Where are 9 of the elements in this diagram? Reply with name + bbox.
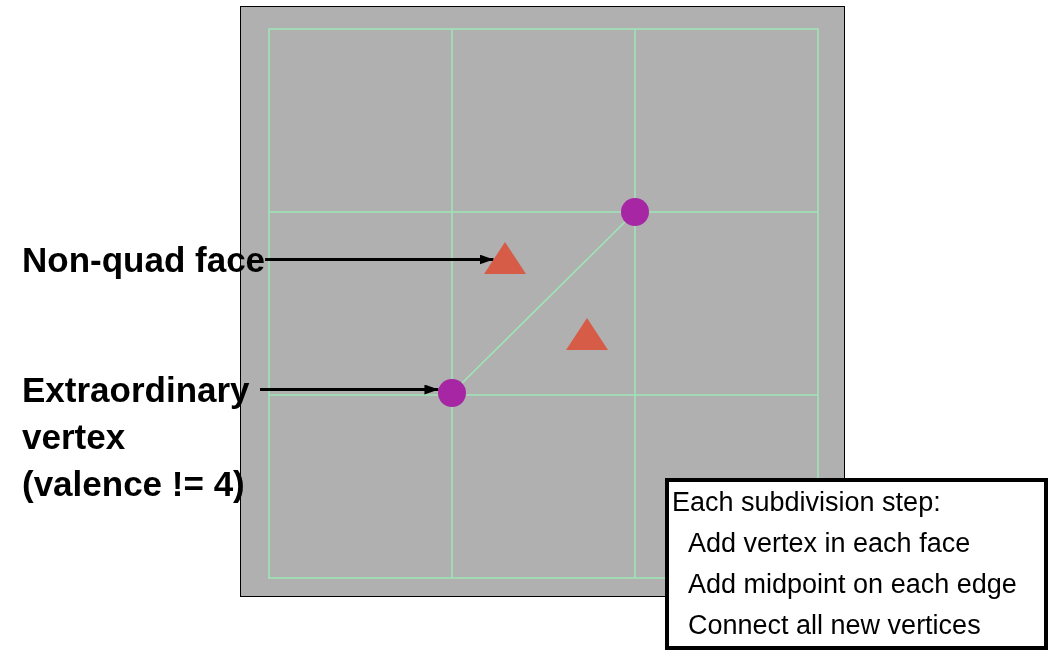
triangle-icon bbox=[484, 242, 526, 274]
leader-arrow bbox=[265, 254, 494, 265]
step-text: Add midpoint on each edge bbox=[688, 568, 1017, 601]
step-text: Add vertex in each face bbox=[688, 527, 971, 560]
note-heading: Each subdivision step: bbox=[672, 486, 941, 519]
step-text: Connect all new vertices bbox=[688, 609, 981, 642]
note-box bbox=[665, 478, 1048, 650]
leader-arrow bbox=[260, 384, 439, 395]
dot-icon bbox=[438, 379, 466, 407]
